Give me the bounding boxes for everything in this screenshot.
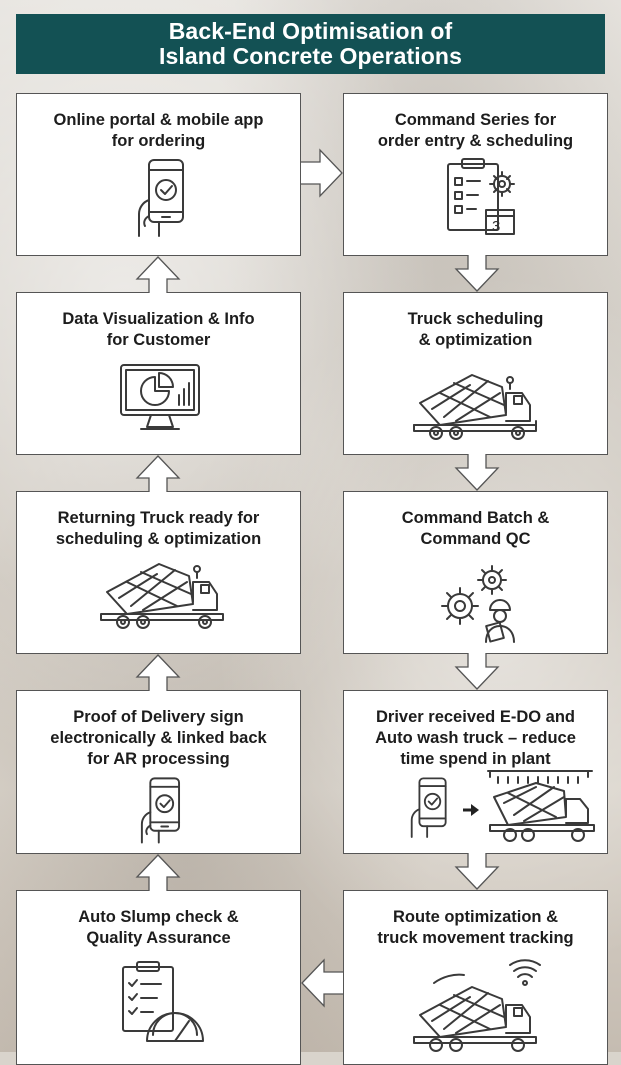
step-auto-slump: Auto Slump check & Quality Assurance [16,890,301,1065]
step-label-line: Data Visualization & Info [62,310,255,328]
step-label-line: for AR processing [87,750,230,768]
step-online-portal: Online portal & mobile app for ordering [16,93,301,256]
arrow-left [301,958,343,1008]
mixer-truck-icon [413,374,537,440]
arrow-up [135,654,181,691]
page-title-line-2: Island Concrete Operations [159,43,462,69]
step-command-series: Command Series for order entry & schedul… [343,93,608,256]
wash-truck-icon [487,770,595,842]
step-label-line: Command Batch & [401,509,550,527]
step-label-line: Truck scheduling [407,310,544,328]
mixer-truck-icon [100,563,224,629]
arrow-right-icon [463,804,479,816]
arrow-up [135,455,181,492]
phone-check-icon [140,777,181,844]
step-truck-scheduling: Truck scheduling & optimization [343,292,608,455]
step-label-line: Route optimization & [393,908,558,926]
page-title-banner: Back-End Optimisation of Island Concrete… [16,14,605,74]
arrow-down [454,853,500,890]
arrow-right [301,148,343,198]
step-route-optimization: Route optimization & truck movement trac… [343,890,608,1065]
step-label-line: Command Series for [394,111,557,129]
step-label-line: scheduling & optimization [55,530,262,548]
step-label-line: electronically & linked back [50,729,267,747]
step-label-line: time spend in plant [400,750,551,768]
phone-check-icon [410,777,447,838]
step-proof-of-delivery: Proof of Delivery sign electronically & … [16,690,301,854]
step-data-visualization: Data Visualization & Info for Customer [16,292,301,455]
step-label-line: Proof of Delivery sign [73,708,244,726]
step-label-line: & optimization [418,331,533,349]
phone-check-icon [138,159,184,237]
monitor-chart-icon [120,364,200,430]
step-label-line: for ordering [111,132,206,150]
step-label-line: truck movement tracking [377,929,574,947]
gears-worker-icon [441,565,515,643]
arrow-up [135,854,181,891]
step-returning-truck: Returning Truck ready for scheduling & o… [16,491,301,654]
calendar-day: 3 [492,218,501,235]
step-command-batch: Command Batch & Command QC [343,491,608,654]
arrow-down [454,255,500,292]
tracked-truck-icon [413,959,541,1052]
step-driver-edo: Driver received E-DO and Auto wash truck… [343,690,608,854]
checklist-gauge-icon [122,961,204,1042]
step-label-line: Auto Slump check & [78,908,239,926]
step-label-line: Returning Truck ready for [57,509,260,527]
step-label-line: for Customer [106,331,211,349]
arrow-up [135,256,181,293]
page-title-line-1: Back-End Optimisation of [168,18,453,44]
schedule-clipboard-icon [447,158,515,235]
step-label-line: Driver received E-DO and [376,708,575,726]
arrow-down [454,653,500,690]
step-label-line: Auto wash truck – reduce [375,729,576,747]
step-label-line: Quality Assurance [86,929,231,947]
arrow-down [454,454,500,491]
step-label-line: Command QC [420,530,531,548]
step-label-line: Online portal & mobile app [53,111,264,129]
step-label-line: order entry & scheduling [377,132,574,150]
